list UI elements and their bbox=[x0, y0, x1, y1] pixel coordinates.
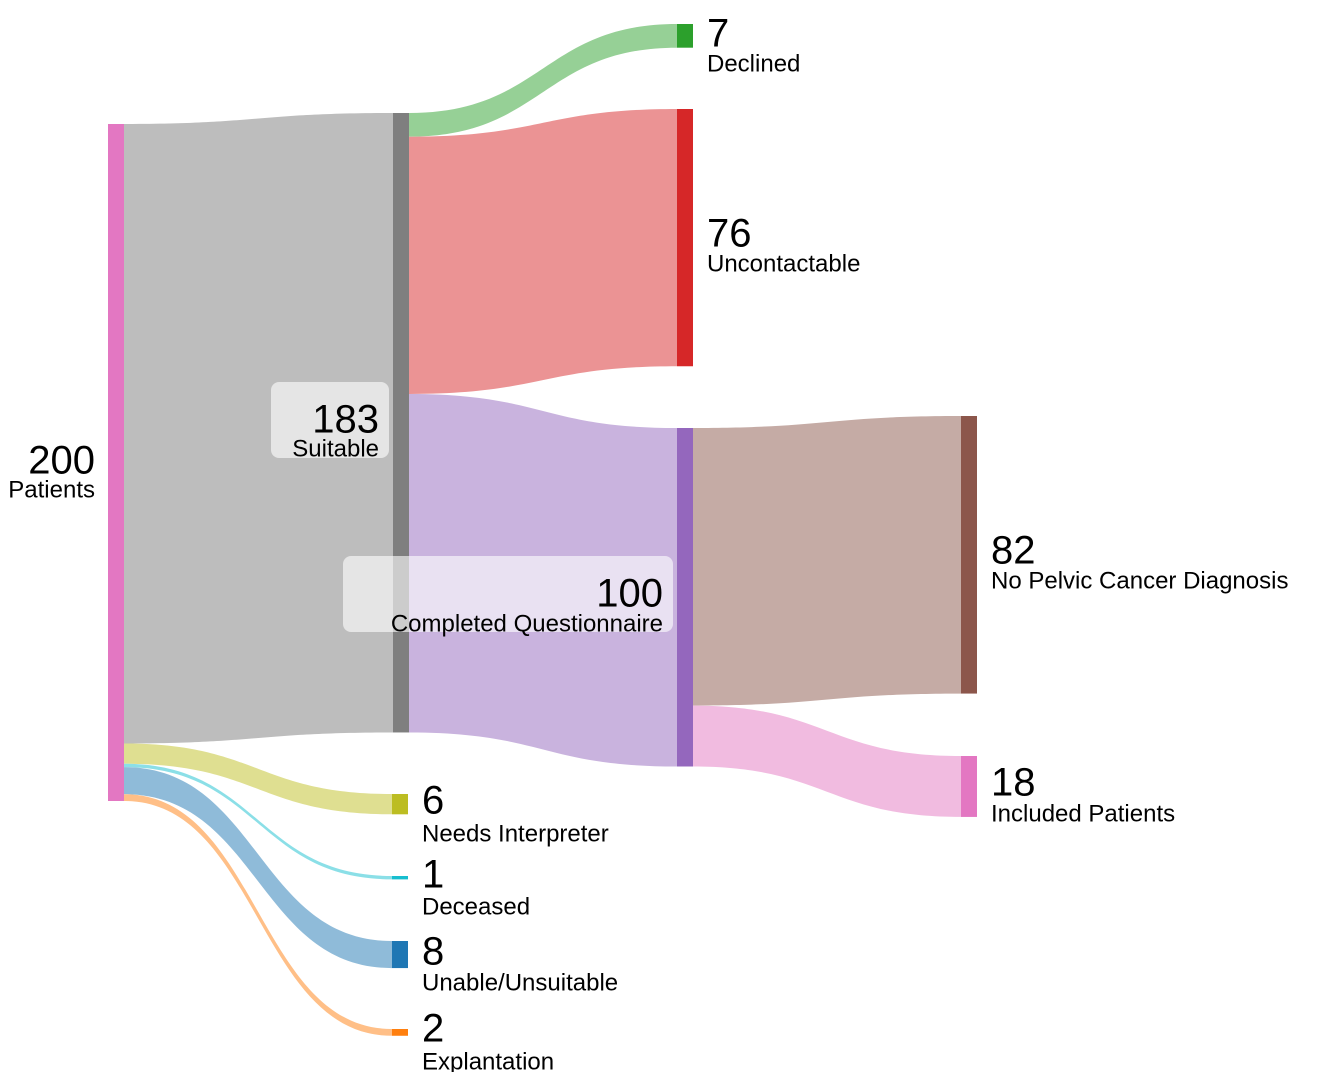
node-no_pelvic bbox=[961, 416, 977, 694]
link-patients-to-explantation bbox=[124, 794, 392, 1036]
node-unable bbox=[392, 941, 408, 969]
node-label-uncontactable: Uncontactable bbox=[707, 250, 860, 277]
link-patients-to-unable bbox=[124, 767, 392, 969]
node-label-no_pelvic: No Pelvic Cancer Diagnosis bbox=[991, 567, 1288, 594]
node-label-patients: Patients bbox=[8, 476, 95, 503]
node-value-declined: 7 bbox=[707, 12, 729, 56]
node-value-patients: 200 bbox=[28, 439, 95, 483]
link-suitable-to-uncontactable bbox=[409, 109, 677, 394]
link-completed-to-included bbox=[693, 705, 961, 817]
node-value-suitable: 183 bbox=[312, 398, 379, 442]
node-label-unable: Unable/Unsuitable bbox=[422, 969, 618, 996]
link-patients-to-deceased bbox=[124, 763, 392, 880]
node-completed bbox=[677, 428, 693, 767]
node-label-suitable: Suitable bbox=[292, 435, 379, 462]
node-suitable bbox=[393, 113, 409, 733]
node-value-unable: 8 bbox=[422, 930, 444, 974]
link-completed-to-no_pelvic bbox=[693, 416, 961, 706]
node-value-deceased: 1 bbox=[422, 853, 444, 897]
node-declined bbox=[677, 24, 693, 48]
link-patients-to-interpreter bbox=[124, 743, 392, 815]
node-interpreter bbox=[392, 794, 408, 815]
node-value-no_pelvic: 82 bbox=[991, 529, 1036, 573]
node-label-interpreter: Needs Interpreter bbox=[422, 820, 609, 847]
node-label-completed: Completed Questionnaire bbox=[391, 610, 663, 637]
node-value-included: 18 bbox=[991, 761, 1036, 805]
node-deceased bbox=[392, 876, 408, 880]
node-label-included: Included Patients bbox=[991, 800, 1175, 827]
node-uncontactable bbox=[677, 109, 693, 367]
node-included bbox=[961, 756, 977, 817]
label-backdrop-completed bbox=[343, 556, 673, 632]
node-value-completed: 100 bbox=[596, 572, 663, 616]
node-label-declined: Declined bbox=[707, 50, 800, 77]
node-value-uncontactable: 76 bbox=[707, 212, 752, 256]
node-label-deceased: Deceased bbox=[422, 893, 530, 920]
node-label-explantation: Explantation bbox=[422, 1048, 554, 1072]
node-value-interpreter: 6 bbox=[422, 779, 444, 823]
sankey-links bbox=[124, 24, 961, 1036]
node-value-explantation: 2 bbox=[422, 1007, 444, 1051]
node-explantation bbox=[392, 1029, 408, 1036]
link-patients-to-suitable bbox=[124, 113, 393, 744]
label-backdrop-suitable bbox=[271, 382, 389, 458]
link-suitable-to-declined bbox=[409, 24, 677, 137]
node-patients bbox=[108, 124, 124, 801]
